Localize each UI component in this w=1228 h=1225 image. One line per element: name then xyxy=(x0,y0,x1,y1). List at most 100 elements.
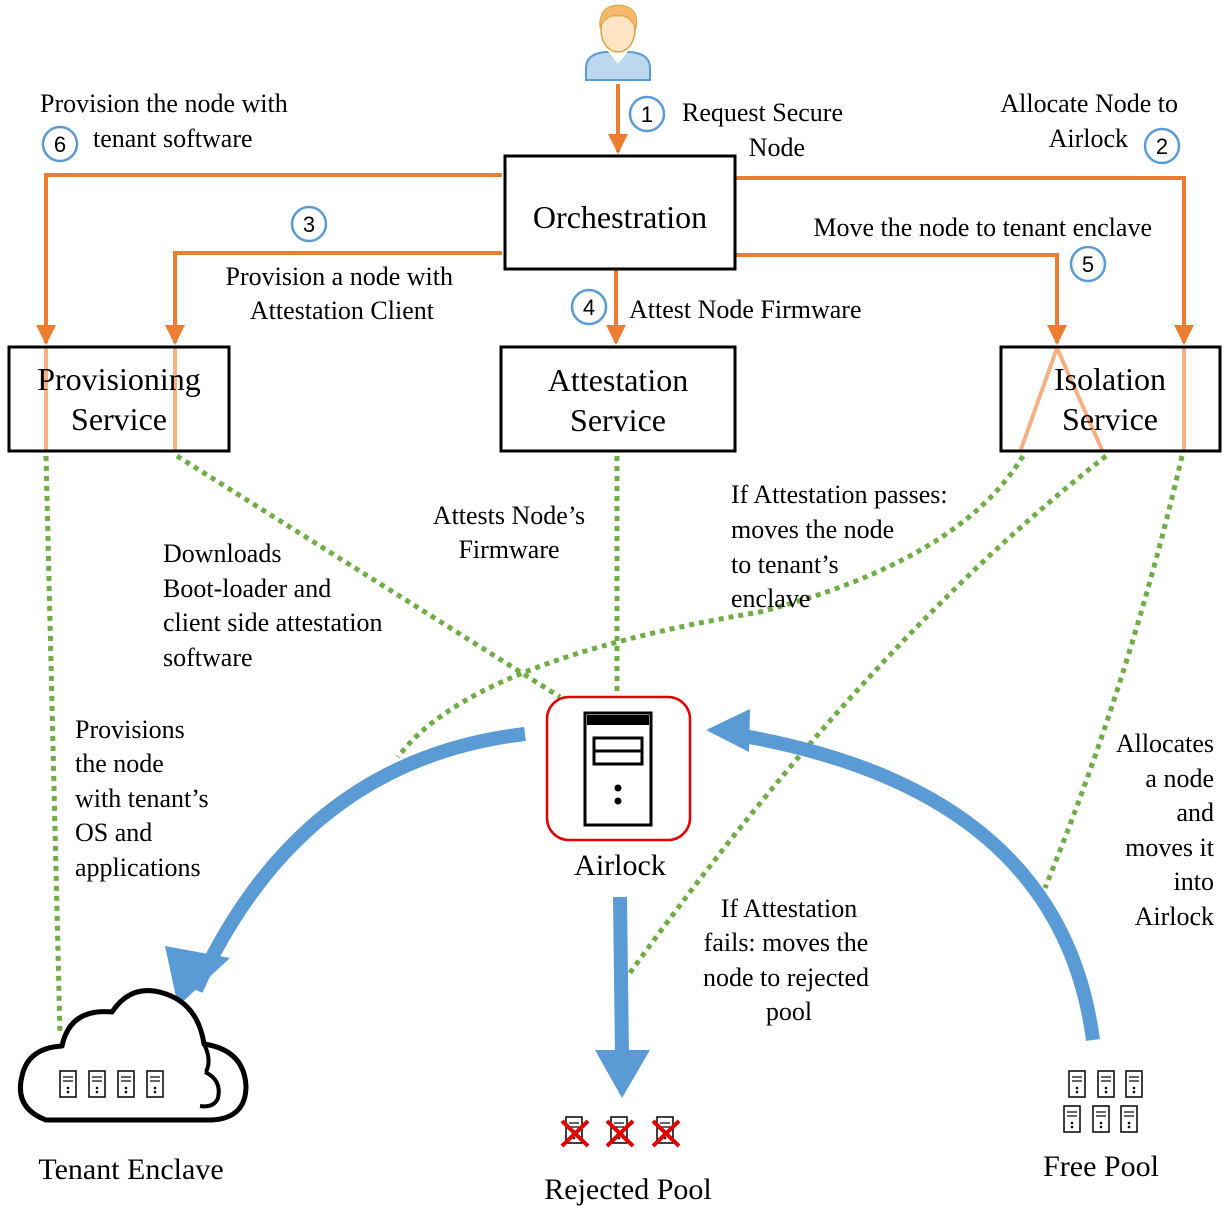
arrow-free-to-airlock xyxy=(736,728,1100,1041)
isolation-label-line1: Isolation xyxy=(1054,361,1166,397)
airlock-node: Airlock xyxy=(545,695,692,882)
dotted-provisioning-to-enclave xyxy=(43,455,63,1036)
step-number-3: 3 xyxy=(303,212,315,237)
faded-links xyxy=(44,347,1186,453)
arrow-step5-move-to-enclave xyxy=(735,253,1067,345)
svg-text:with tenant’s: with tenant’s xyxy=(75,784,209,813)
free-server-icon xyxy=(1125,1070,1143,1098)
step1-label-line2: Node xyxy=(749,133,805,162)
step-number-6: 6 xyxy=(54,132,66,157)
arrow-step6-provision-software xyxy=(36,173,502,345)
annotation-attestation-passes: If Attestation passes: moves the node to… xyxy=(731,480,948,613)
rejected-server-icon xyxy=(605,1116,635,1148)
svg-text:to tenant’s: to tenant’s xyxy=(731,550,839,579)
server-icon xyxy=(583,711,653,827)
step4-label: Attest Node Firmware xyxy=(629,295,862,324)
svg-text:moves it: moves it xyxy=(1125,833,1215,862)
provisioning-label-line2: Service xyxy=(71,401,167,437)
dotted-isolation-allocate xyxy=(1042,455,1185,889)
arrow-airlock-to-rejected xyxy=(613,896,629,1056)
svg-text:a node: a node xyxy=(1145,764,1214,793)
annotation-downloads: Downloads Boot-loader and client side at… xyxy=(163,539,383,672)
svg-text:If Attestation: If Attestation xyxy=(721,894,857,923)
step-circle-5 xyxy=(1069,245,1107,283)
svg-text:the node: the node xyxy=(75,749,164,778)
free-server-icon xyxy=(1120,1105,1138,1133)
step2-label-line2: Airlock xyxy=(1049,124,1128,153)
step-labels: Request Secure Node Allocate Node to Air… xyxy=(40,89,1178,325)
svg-text:node to rejected: node to rejected xyxy=(703,963,869,992)
svg-text:applications: applications xyxy=(75,853,201,882)
step-number-4: 4 xyxy=(583,295,595,320)
free-pool-label: Free Pool xyxy=(1043,1150,1159,1183)
svg-text:Allocates: Allocates xyxy=(1116,729,1214,758)
step-circles xyxy=(41,95,1181,326)
svg-text:Firmware: Firmware xyxy=(458,535,559,564)
free-server-icon xyxy=(1097,1070,1115,1098)
rejected-pool-label: Rejected Pool xyxy=(544,1173,711,1206)
free-server-icon xyxy=(1092,1105,1110,1133)
svg-text:fails: moves the: fails: moves the xyxy=(704,928,869,957)
svg-text:Boot-loader and: Boot-loader and xyxy=(163,574,331,603)
rejected-server-icon xyxy=(651,1116,681,1148)
provisioning-service-box: Provisioning Service xyxy=(7,345,231,453)
step-circle-6 xyxy=(41,125,79,163)
step-circle-2 xyxy=(1143,127,1181,165)
step-circle-1 xyxy=(628,95,666,133)
svg-text:OS and: OS and xyxy=(75,818,152,847)
svg-text:enclave: enclave xyxy=(731,584,810,613)
enclave-server-4 xyxy=(146,1070,164,1098)
svg-text:moves the node: moves the node xyxy=(731,515,894,544)
attestation-service-box: Attestation Service xyxy=(499,345,737,453)
step1-label-line1: Request Secure xyxy=(682,98,843,127)
step-circle-3 xyxy=(290,205,328,243)
isolation-label-line2: Service xyxy=(1062,401,1158,437)
svg-text:into: into xyxy=(1174,867,1214,896)
svg-text:If Attestation passes:: If Attestation passes: xyxy=(731,480,948,509)
annotation-attestation-fails: If Attestation fails: moves the node to … xyxy=(703,894,869,1026)
orange-arrows xyxy=(36,84,1194,345)
svg-text:Provisions: Provisions xyxy=(75,715,185,744)
rejected-pool: Rejected Pool xyxy=(544,1116,712,1206)
provisioning-label-line1: Provisioning xyxy=(37,361,201,397)
step-number-5: 5 xyxy=(1082,252,1094,277)
free-pool: Free Pool xyxy=(1043,1070,1159,1183)
step-number-1: 1 xyxy=(641,102,653,127)
user-icon xyxy=(585,4,651,81)
blue-arrows xyxy=(189,727,1100,1056)
airlock-label: Airlock xyxy=(574,849,666,882)
free-server-icon xyxy=(1068,1070,1086,1098)
attestation-label-line2: Service xyxy=(570,402,666,438)
step3-label-line2: Attestation Client xyxy=(250,296,435,325)
cloud-icon xyxy=(18,988,249,1123)
svg-text:Downloads: Downloads xyxy=(163,539,281,568)
blue-arrowheads xyxy=(165,709,750,1098)
enclave-server-1 xyxy=(59,1070,77,1098)
step-circle-4 xyxy=(570,288,608,326)
svg-text:client side attestation: client side attestation xyxy=(163,608,383,637)
enclave-server-2 xyxy=(88,1070,106,1098)
green-dotted-lines xyxy=(43,453,1185,1036)
orchestration-label: Orchestration xyxy=(533,199,707,235)
svg-text:Attests Node’s: Attests Node’s xyxy=(433,501,585,530)
step6-label-line1: Provision the node with xyxy=(40,89,288,118)
enclave-server-3 xyxy=(117,1070,135,1098)
step-numbers: 1 2 3 4 5 6 xyxy=(54,102,1168,320)
dotted-isolation-fail xyxy=(624,454,1108,979)
rejected-server-icon xyxy=(560,1116,590,1148)
step6-label-line2: tenant software xyxy=(93,124,253,153)
attestation-label-line1: Attestation xyxy=(548,362,688,398)
step2-label-line1: Allocate Node to xyxy=(1000,89,1178,118)
orchestration-box: Orchestration xyxy=(503,154,737,271)
annotation-allocates: Allocates a node and moves it into Airlo… xyxy=(1116,729,1215,931)
annotation-attests: Attests Node’s Firmware xyxy=(433,501,585,564)
arrow-airlock-to-enclave xyxy=(189,727,526,993)
svg-text:pool: pool xyxy=(766,997,812,1026)
free-server-icon xyxy=(1063,1105,1081,1133)
step3-label-line1: Provision a node with xyxy=(226,262,454,291)
arrow-step2-allocate-to-airlock xyxy=(735,176,1194,345)
tenant-enclave-label: Tenant Enclave xyxy=(38,1153,223,1186)
svg-text:and: and xyxy=(1176,798,1214,827)
step-number-2: 2 xyxy=(1156,134,1168,159)
